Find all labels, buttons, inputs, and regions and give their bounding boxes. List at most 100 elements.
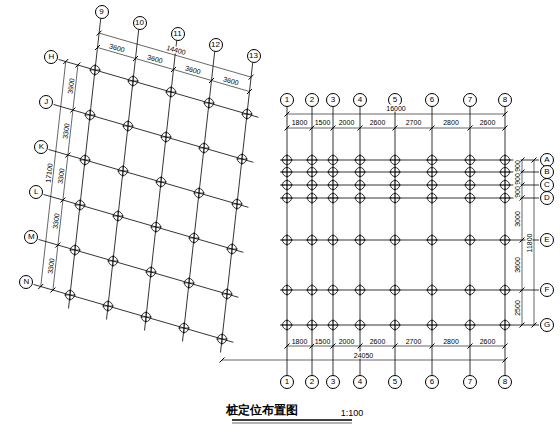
dimension-text: 2600 <box>369 338 387 345</box>
axis-number: 1 <box>285 96 289 104</box>
pile-cross <box>156 221 157 233</box>
dimension-tick <box>70 108 75 113</box>
dimension-line <box>53 65 78 290</box>
dimension-tick <box>209 78 214 83</box>
pile-cross <box>194 232 195 244</box>
axis-bubble: 1 <box>280 93 294 107</box>
title-underline <box>232 423 352 424</box>
axis-number: 4 <box>358 378 362 386</box>
dimension-text: 3300 <box>61 122 70 140</box>
dimension-tick <box>63 59 68 64</box>
dimension-text: 900 <box>514 185 521 199</box>
pile-cross <box>199 187 200 199</box>
axis-bubble: 4 <box>353 93 367 107</box>
title-underline <box>232 419 352 420</box>
dimension-text: 900 <box>514 172 521 186</box>
dimension-text: 3600 <box>222 75 241 87</box>
dimension-tick <box>247 89 252 94</box>
axis-bubble: 7 <box>463 93 477 107</box>
dimension-text: 11800 <box>526 232 533 253</box>
axis-line <box>39 239 239 297</box>
axis-line <box>44 194 244 252</box>
dimension-text: 1800 <box>291 338 309 345</box>
axis-number: 7 <box>468 96 472 104</box>
dimension-tick <box>532 323 537 328</box>
axis-bubble: 3 <box>326 93 340 107</box>
axis-bubble: K <box>34 140 48 154</box>
pile-cross <box>247 108 248 120</box>
dimension-text: 3600 <box>108 42 127 54</box>
dimension-text: 24050 <box>353 352 374 359</box>
axis-number: 5 <box>393 378 397 386</box>
dimension-text: 2600 <box>369 119 387 126</box>
axis-number: 6 <box>430 96 434 104</box>
dimension-text: 14400 <box>164 43 187 56</box>
pile-cross <box>161 176 162 188</box>
axis-line <box>470 107 471 375</box>
axis-bubble: L <box>29 185 43 199</box>
dimension-tick <box>520 323 525 328</box>
axis-number: 4 <box>358 96 362 104</box>
axis-line <box>360 107 361 375</box>
axis-bubble: 7 <box>463 375 477 389</box>
axis-bubble: 8 <box>498 93 512 107</box>
pile-cross <box>75 244 76 256</box>
axis-line <box>145 41 177 331</box>
dimension-tick <box>520 238 525 243</box>
pile-cross <box>184 322 185 334</box>
dimension-tick <box>133 56 138 61</box>
axis-number: M <box>28 233 35 241</box>
axis-number: 1 <box>285 378 289 386</box>
dimension-line <box>222 360 505 361</box>
dimension-text: 3600 <box>146 53 165 65</box>
axis-line <box>59 59 259 117</box>
drawing-title: 桩定位布置图 <box>226 402 298 419</box>
dimension-text: 3300 <box>56 167 65 185</box>
dimension-text: 3300 <box>51 212 60 230</box>
dimension-text: 900 <box>514 159 521 173</box>
dimension-text: 3000 <box>514 210 521 228</box>
dimension-tick <box>60 198 65 203</box>
dimension-text: 1500 <box>314 338 332 345</box>
dimension-tick <box>95 45 100 50</box>
axis-number: 13 <box>249 52 258 60</box>
pile-cross <box>189 277 190 289</box>
axis-bubble: 2 <box>305 93 319 107</box>
axis-number: J <box>44 98 48 106</box>
axis-bubble: F <box>540 283 554 297</box>
pile-cross <box>133 75 134 87</box>
axis-number: K <box>39 143 44 151</box>
axis-number: A <box>544 156 549 164</box>
dimension-text: 2000 <box>338 119 356 126</box>
pile-cross <box>166 131 167 143</box>
axis-number: 8 <box>503 378 507 386</box>
pile-cross <box>80 199 81 211</box>
axis-line <box>287 107 288 375</box>
dimension-tick <box>55 243 60 248</box>
dimension-text: 2500 <box>514 299 521 317</box>
axis-bubble: 2 <box>305 375 319 389</box>
axis-number: 6 <box>430 378 434 386</box>
pile-cross <box>151 266 152 278</box>
axis-line <box>395 107 396 375</box>
axis-number: C <box>544 181 550 189</box>
dimension-text: 2600 <box>479 338 497 345</box>
dimension-tick <box>65 153 70 158</box>
dimension-line <box>534 160 535 325</box>
dimension-tick <box>38 284 43 289</box>
axis-line <box>54 104 254 162</box>
axis-bubble: G <box>540 318 554 332</box>
axis-number: 10 <box>135 19 144 27</box>
axis-number: H <box>48 53 54 61</box>
axis-number: B <box>544 168 549 176</box>
axis-line <box>505 107 506 375</box>
axis-number: 8 <box>503 96 507 104</box>
dimension-text: 3300 <box>46 257 55 275</box>
pile-cross <box>90 109 91 121</box>
axis-number: D <box>544 194 550 202</box>
pile-cross <box>123 165 124 177</box>
axis-bubble: M <box>24 230 38 244</box>
axis-number: 9 <box>99 8 103 16</box>
axis-bubble: 3 <box>326 375 340 389</box>
pile-cross <box>209 97 210 109</box>
